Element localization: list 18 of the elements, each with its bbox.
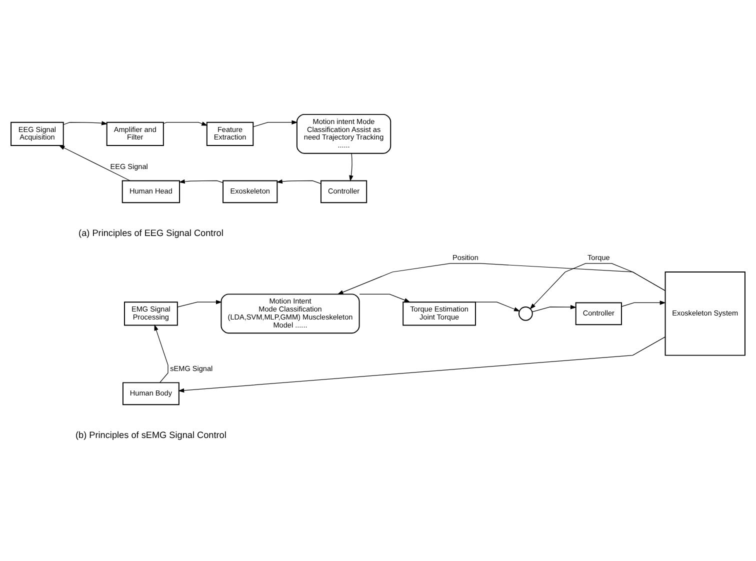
arrow — [475, 302, 520, 312]
arrow — [532, 304, 577, 312]
arrow — [178, 336, 666, 393]
arrow — [276, 179, 322, 184]
node-circle — [518, 306, 533, 321]
arrow — [63, 121, 108, 126]
arrow — [359, 294, 410, 302]
arrow — [349, 153, 354, 182]
arrow — [530, 263, 666, 310]
arrow — [621, 300, 666, 307]
arrow — [154, 324, 168, 383]
label: (a) Principles of EEG Signal Control — [78, 228, 224, 238]
arrow — [252, 120, 298, 128]
arrow — [163, 122, 208, 126]
arrow — [178, 179, 224, 184]
label: (b) Principles of sEMG Signal Control — [76, 430, 226, 440]
arrow — [177, 300, 222, 308]
arrow — [58, 145, 130, 182]
